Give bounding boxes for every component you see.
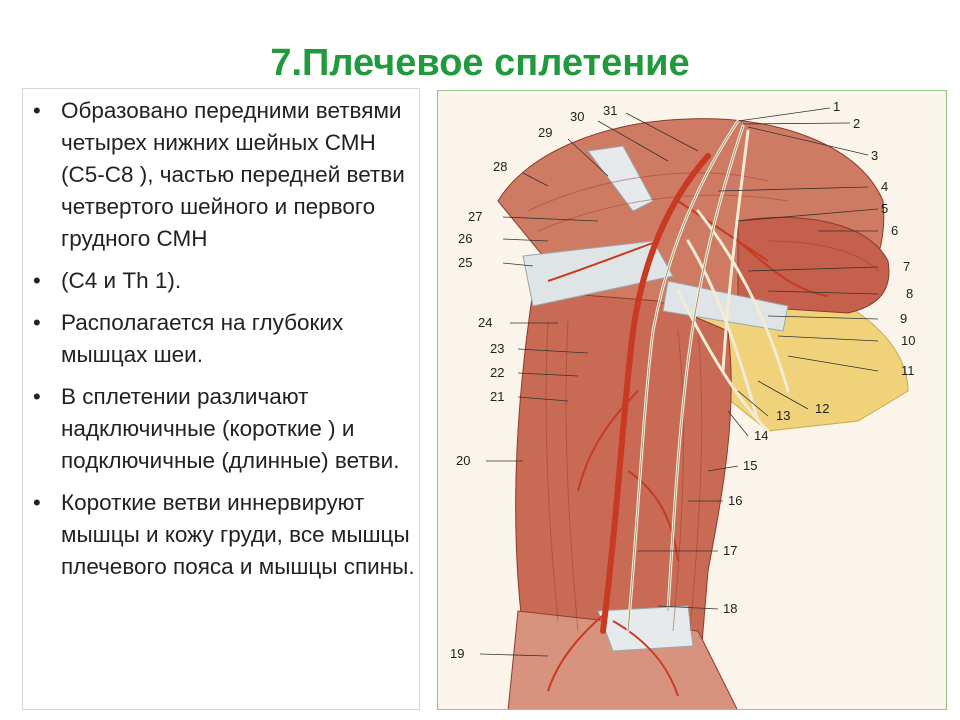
figure-label: 25 (458, 255, 472, 270)
tendon-band (587, 145, 654, 212)
bullet-text: Располагается на глубоких мышцах шеи. (61, 310, 344, 367)
figure-label: 15 (743, 458, 757, 473)
anatomy-figure: 1 2 3 4 5 6 7 8 9 10 11 12 13 14 15 16 1… (437, 90, 947, 710)
bullet-dot-icon: • (33, 98, 41, 123)
figure-label: 18 (723, 601, 737, 616)
figure-label: 27 (468, 209, 482, 224)
slide-title: 7.Плечевое сплетение (270, 42, 690, 84)
figure-label: 17 (723, 543, 737, 558)
bullet-dot-icon: • (33, 268, 41, 293)
bullet-text: Образовано передними ветвями четырех ниж… (61, 98, 405, 251)
figure-label: 10 (901, 333, 915, 348)
tendon-band (522, 240, 674, 307)
bullet-item: • Короткие ветви иннервируют мышцы и кожу… (31, 487, 419, 583)
bullet-dot-icon: • (33, 490, 41, 515)
figure-label: 13 (776, 408, 790, 423)
bullet-text-box: • Образовано передними ветвями четырех ни… (22, 88, 420, 710)
bullet-text: Короткие ветви иннервируют мышцы и кожу … (61, 490, 415, 579)
artery-branches (547, 200, 829, 697)
bullet-dot-icon: • (33, 310, 41, 335)
figure-label: 4 (881, 179, 888, 194)
bullet-text: В сплетении различают надключичные (коро… (61, 384, 400, 473)
figure-label: 16 (728, 493, 742, 508)
figure-label: 19 (450, 646, 464, 661)
bullet-item: • Располагается на глубоких мышцах шеи. (31, 307, 419, 371)
figure-label: 9 (900, 311, 907, 326)
figure-label: 2 (853, 116, 860, 131)
figure-label: 28 (493, 159, 507, 174)
figure-label: 5 (881, 201, 888, 216)
figure-label: 11 (901, 363, 915, 378)
bullet-text: (С4 и Th 1). (61, 268, 182, 293)
figure-label: 12 (815, 401, 829, 416)
bullet-list: • Образовано передними ветвями четырех ни… (23, 89, 419, 583)
figure-label: 24 (478, 315, 492, 330)
figure-label: 21 (490, 389, 504, 404)
label-leader-lines (479, 107, 879, 657)
figure-label: 14 (754, 428, 768, 443)
muscle-striations (527, 172, 879, 632)
tendon-band (597, 605, 694, 652)
bullet-item: • (С4 и Th 1). (31, 265, 419, 297)
figure-label: 20 (456, 453, 470, 468)
figure-label: 1 (833, 99, 840, 114)
axilla-fat-shape (687, 300, 909, 432)
figure-label: 3 (871, 148, 878, 163)
tendon-band (662, 280, 789, 332)
pectoral-muscle-shape (737, 216, 890, 314)
bullet-item: • В сплетении различают надключичные (кор… (31, 381, 419, 477)
figure-label: 26 (458, 231, 472, 246)
figure-label: 23 (490, 341, 504, 356)
figure-label: 6 (891, 223, 898, 238)
brachial-artery (600, 153, 711, 634)
figure-label: 30 (570, 109, 584, 124)
figure-label: 8 (906, 286, 913, 301)
figure-label: 31 (603, 103, 617, 118)
brachial-plexus-illustration: 1 2 3 4 5 6 7 8 9 10 11 12 13 14 15 16 1… (450, 99, 915, 709)
bullet-item: • Образовано передними ветвями четырех ни… (31, 95, 419, 255)
nerve-outlines (627, 120, 744, 632)
figure-label: 22 (490, 365, 504, 380)
figure-label: 7 (903, 259, 910, 274)
figure-label: 29 (538, 125, 552, 140)
bullet-dot-icon: • (33, 384, 41, 409)
